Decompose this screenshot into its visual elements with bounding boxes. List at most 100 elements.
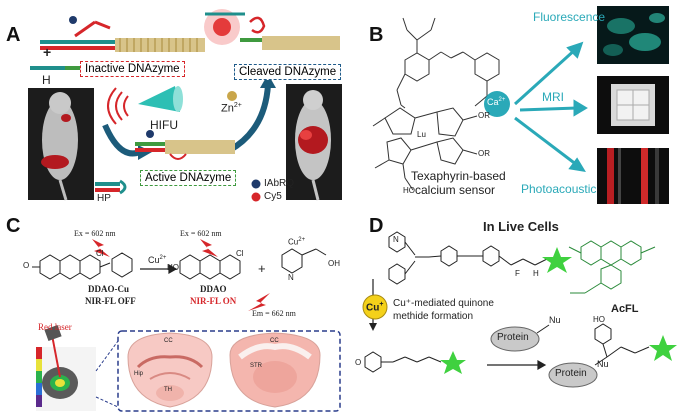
region-cc-1: CC [164,338,173,344]
hp-strand-icon [95,179,127,195]
o-label-d: O [355,358,362,367]
fluorescence-image [597,6,669,64]
h-label-d: H [533,269,539,278]
mri-image [597,76,669,134]
panel-d-graphics [362,231,677,388]
quinone-star-icon [440,351,466,374]
protein-ellipse-1 [490,326,540,352]
protein-ellipse-2 [548,362,598,388]
arrow-to-cleaved [228,84,271,153]
acfl-structure-icon [568,240,656,294]
protein-label-1: Protein [497,332,529,343]
ddao-cu-structure-icon [32,252,133,280]
arrow-to-active [102,123,142,157]
h-label: H [42,73,51,87]
or-label-2: OR [478,149,490,158]
region-cc-2: CC [270,338,279,344]
photoacoustic-label: Photoacoustic [521,182,597,196]
ho-label-b: HO [403,186,415,195]
region-th: TH [164,387,172,393]
arrow-to-photoacoustic [514,116,586,173]
n-label-c: N [288,273,294,282]
product-state: NIR-FL ON [190,296,237,306]
protein-label-2: Protein [555,368,587,379]
zn-label: Zn2+ [221,102,242,115]
cu2-complex-label: Cu2+ [288,237,306,247]
product-star-icon [649,335,677,361]
panel-a: A [0,0,345,205]
cleaved-dnazyme-icon [204,9,340,50]
plus-sign: + [43,44,52,60]
in-live-cells-title: In Live Cells [483,219,559,234]
reactant-name: DDAO-Cu [88,284,130,294]
legend-cy5: Cy5 [264,191,282,202]
panel-c: C [0,207,345,414]
panel-d: D In Live Cells [345,207,678,414]
reactant-state: NIR-FL OFF [85,296,136,306]
ho-label-c: HO [167,263,179,272]
cu-reaction-arrow [140,263,178,275]
photoacoustic-image [597,148,669,204]
hifu-wave-icon [107,87,129,125]
legend-iabrq: IAbRQ [264,178,295,189]
panel-b-label: B [369,24,384,46]
emission-bolt-icon [248,293,270,311]
f-label-d: F [515,269,520,278]
nu-label-2: Nu [597,359,609,369]
mouse-image-right [286,84,342,201]
active-dnazyme-label: Active DNAzyme [140,170,237,186]
excitation-label-1: Ex = 602 nm [74,229,116,238]
region-hip: Hip [134,371,144,377]
iabrq-dot [251,179,261,189]
brain-section-striatum [229,332,321,408]
panel-c-graphics [32,239,341,412]
panel-d-label: D [369,215,384,237]
mouse-head-image [36,324,96,411]
lu-label: Lu [417,130,426,139]
sensor-name-line2: calcium sensor [415,183,496,197]
panel-a-label: A [6,24,21,46]
brain-section-hippocampus [127,332,213,408]
region-str: STR [250,363,262,369]
labeled-product-structure-icon [594,323,650,366]
fluorescence-label: Fluorescence [533,10,606,24]
quinone-methide-structure-icon [364,351,442,373]
mri-label: MRI [542,90,564,104]
sensor-name-line1: Texaphyrin-based [411,169,506,183]
cleaved-dnazyme-label: Cleaved DNAzyme [234,64,342,80]
cl-label-c2: Cl [236,249,244,258]
nu-label-1: Nu [549,315,561,325]
cu2-reagent-label: Cu2+ [148,255,167,265]
panel-b: B [345,0,678,205]
or-label-1: OR [478,111,490,120]
ho-label-d: HO [593,315,605,324]
calcium-sensor-structure-icon [372,17,502,191]
cu-ion-label: Cu+ [366,301,384,314]
cu-ion-icon [362,294,388,320]
hifu-transducer-icon [138,86,183,112]
calcium-ion-label: Ca2+ [487,97,506,107]
hifu-label: HIFU [150,118,178,132]
panel-c-label: C [6,215,21,237]
probe-structure-icon [388,231,548,285]
inactive-dnazyme-label: Inactive DNAzyme [80,61,185,77]
laser-bolt-icon-2 [200,239,218,257]
arrow-to-mri [519,99,588,117]
labeling-reaction-arrow [487,359,547,371]
mechanism-line2: methide formation [393,311,474,322]
panel-b-graphics [372,6,669,204]
cu-complex-structure-icon [281,248,327,274]
arrow-to-fluorescence [513,41,584,106]
intensity-colorbar [36,347,42,407]
cl-label-c1: Cl [96,249,104,258]
mechanism-line1: Cu⁺-mediated quinone [393,298,494,309]
plus-sign-c: + [258,261,266,276]
oh-label-c: OH [328,259,340,268]
acfl-label: AcFL [611,303,639,315]
dnazyme-top-left-icon [40,16,205,52]
product-name: DDAO [200,284,227,294]
red-laser-label: Red laser [38,322,72,332]
ddao-structure-icon [179,254,241,280]
zn-ion-icon [227,91,237,101]
active-dnazyme-icon [135,130,235,160]
